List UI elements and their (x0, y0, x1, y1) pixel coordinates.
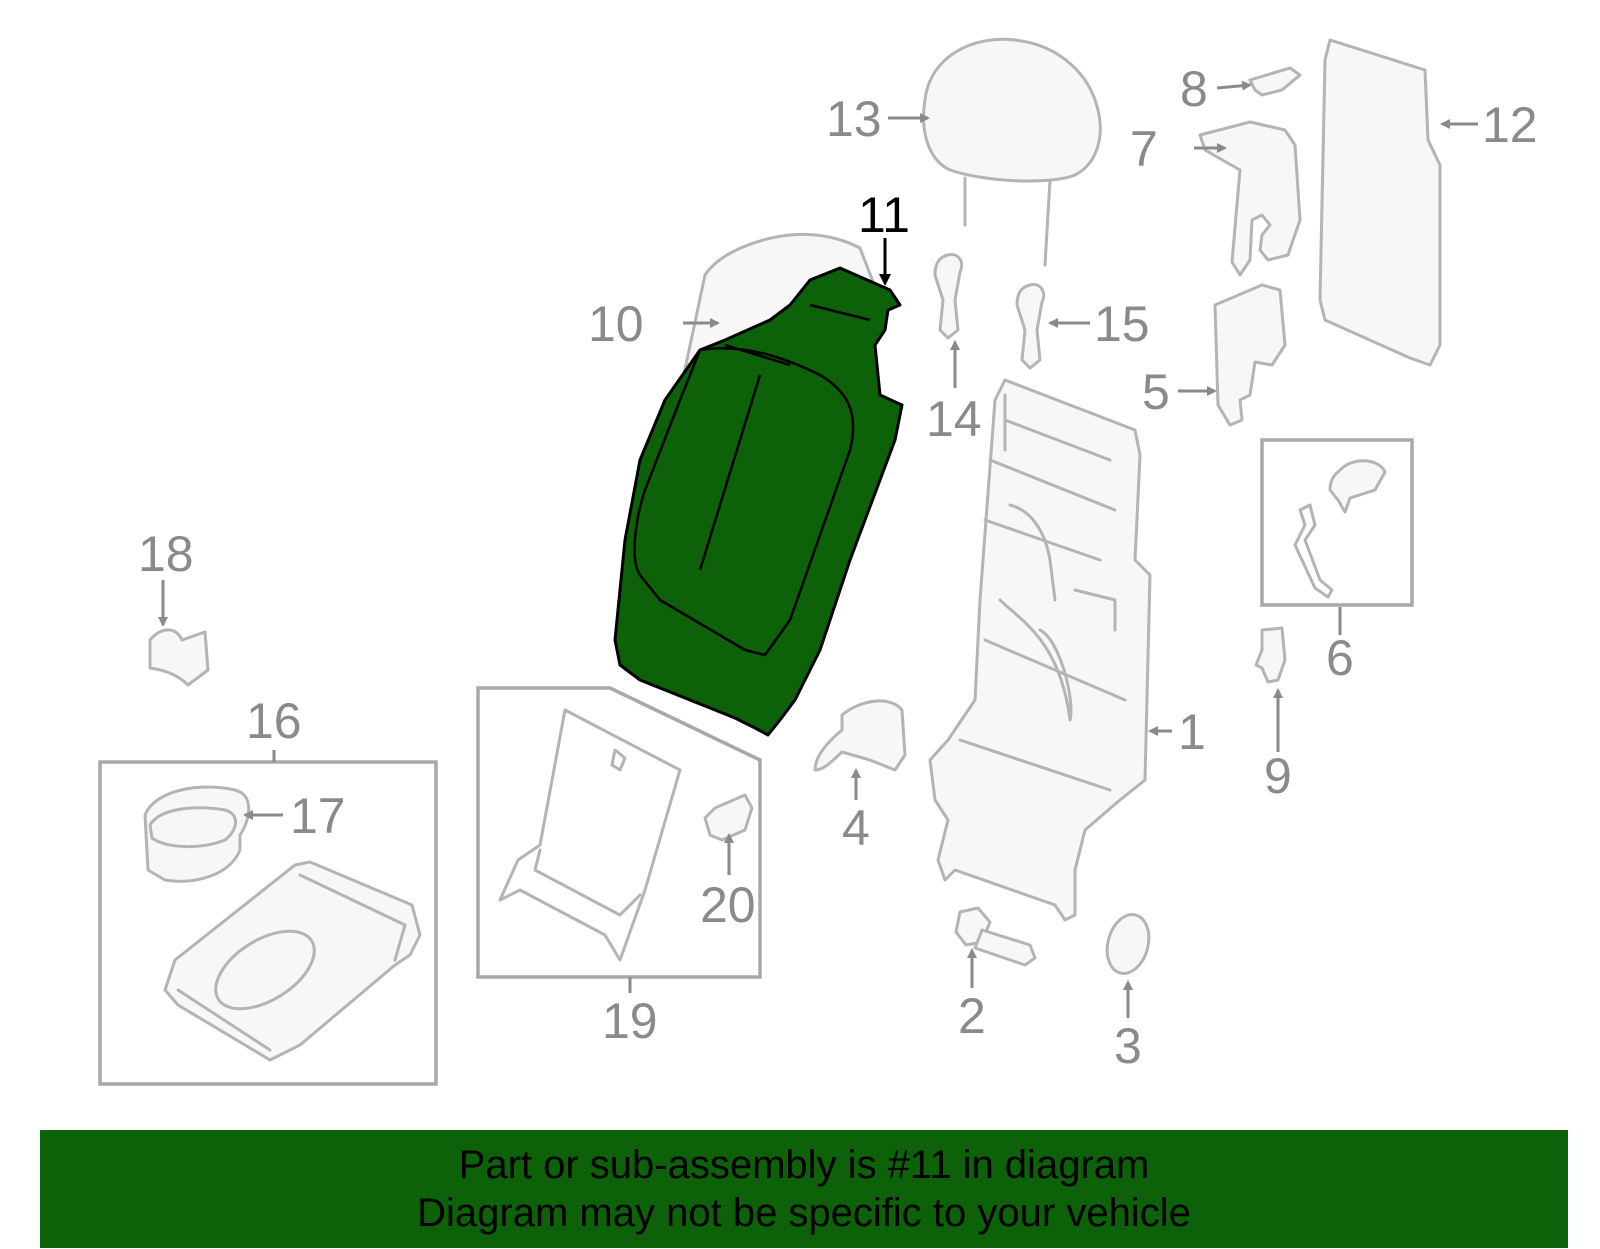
part-9-striker[interactable] (1254, 626, 1287, 684)
callout-11[interactable]: 11 (858, 187, 910, 243)
banner-line-disclaimer: Diagram may not be specific to your vehi… (417, 1191, 1191, 1235)
part-19-panel-group[interactable] (476, 686, 762, 979)
callout-9[interactable]: 9 (1264, 748, 1292, 804)
part-4-trim[interactable] (813, 699, 907, 772)
callout-12[interactable]: 12 (1482, 97, 1538, 153)
part-13-headrest[interactable] (922, 37, 1102, 267)
callout-leaders (158, 80, 1478, 1018)
callout-labels: 1 2 3 4 5 6 7 8 9 10 11 12 13 14 15 16 1… (138, 61, 1538, 1074)
part-8-clip[interactable] (1248, 66, 1302, 97)
callout-19[interactable]: 19 (602, 993, 658, 1049)
callout-3[interactable]: 3 (1114, 1018, 1142, 1074)
part-17-cupholder[interactable] (143, 785, 251, 883)
part-5-latch[interactable] (1213, 283, 1287, 427)
callout-7[interactable]: 7 (1130, 121, 1158, 177)
callout-14[interactable]: 14 (926, 391, 982, 447)
info-banner: Part or sub-assembly is #11 in diagram D… (40, 1130, 1568, 1248)
callout-17[interactable]: 17 (290, 788, 346, 844)
callout-1[interactable]: 1 (1178, 704, 1206, 760)
banner-line-part-number: Part or sub-assembly is #11 in diagram (458, 1143, 1150, 1187)
part-18-clip[interactable] (148, 628, 210, 687)
part-16-armrest-group[interactable] (98, 760, 438, 1086)
part-12-panel[interactable] (1318, 38, 1442, 367)
callout-2[interactable]: 2 (958, 988, 986, 1044)
part-2-bolt[interactable] (954, 906, 1037, 967)
part-20-clip[interactable] (703, 793, 754, 842)
callout-18[interactable]: 18 (138, 526, 194, 582)
callout-15[interactable]: 15 (1094, 296, 1150, 352)
callout-10[interactable]: 10 (588, 296, 644, 352)
callout-4[interactable]: 4 (842, 800, 870, 856)
part-15-fastener[interactable] (1015, 282, 1046, 370)
callout-8[interactable]: 8 (1180, 61, 1208, 117)
callout-13[interactable]: 13 (826, 91, 882, 147)
part-11-seat-back-pad[interactable] (613, 266, 904, 737)
callout-16[interactable]: 16 (246, 693, 302, 749)
part-6-group[interactable] (1260, 438, 1414, 607)
part-7-bracket[interactable] (1198, 120, 1302, 277)
callout-6[interactable]: 6 (1326, 630, 1354, 686)
part-1-seat-back-frame[interactable] (928, 378, 1152, 922)
part-3-ring[interactable] (1101, 910, 1155, 978)
part-14-fastener[interactable] (933, 252, 964, 340)
callout-20[interactable]: 20 (700, 877, 756, 933)
callout-5[interactable]: 5 (1142, 364, 1170, 420)
